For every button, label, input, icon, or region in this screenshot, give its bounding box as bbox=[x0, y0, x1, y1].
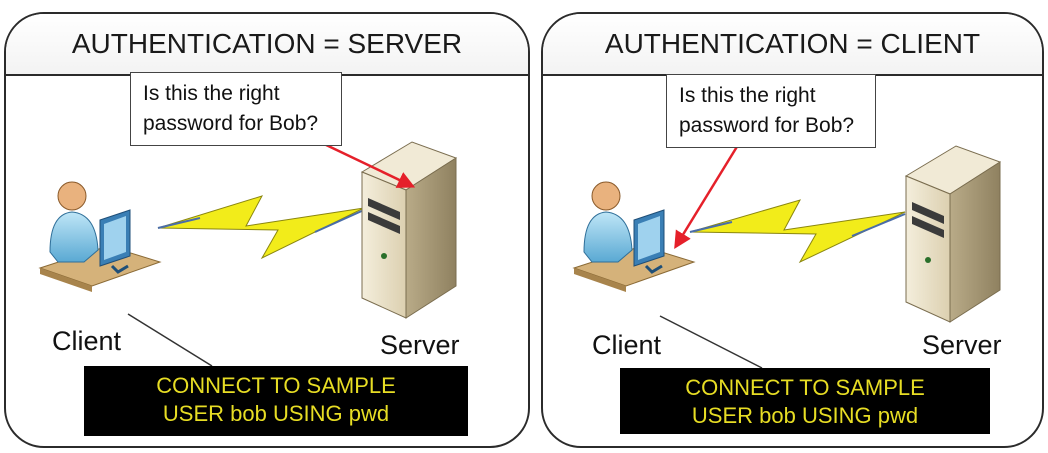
client-label: Client bbox=[52, 326, 122, 356]
leader-line bbox=[127, 313, 213, 367]
question-callout: Is this the right password for Bob? bbox=[666, 74, 876, 148]
server-tower-icon bbox=[904, 145, 1002, 323]
lightning-link-icon bbox=[157, 195, 365, 260]
user-at-workstation-icon bbox=[38, 181, 162, 292]
question-callout: Is this the right password for Bob? bbox=[130, 72, 342, 146]
command-box: CONNECT TO SAMPLE USER bob USING pwd bbox=[620, 368, 990, 434]
command-line: USER bob USING pwd bbox=[691, 403, 919, 428]
lightning-link-icon bbox=[689, 199, 906, 264]
leader-line bbox=[659, 315, 763, 369]
callout-line: password for Bob? bbox=[679, 114, 855, 137]
command-line: CONNECT TO SAMPLE bbox=[685, 375, 925, 400]
user-at-workstation-icon bbox=[572, 181, 696, 292]
callout-line: Is this the right bbox=[679, 84, 816, 107]
red-arrow-icon bbox=[321, 141, 416, 188]
red-arrow-icon bbox=[674, 144, 740, 249]
server-label: Server bbox=[380, 330, 460, 360]
server-tower-icon bbox=[360, 141, 458, 319]
command-box: CONNECT TO SAMPLE USER bob USING pwd bbox=[84, 366, 468, 436]
server-label: Server bbox=[922, 330, 1002, 360]
callout-line: Is this the right bbox=[143, 82, 280, 105]
panel-title: AUTHENTICATION = SERVER bbox=[6, 14, 528, 76]
command-line: CONNECT TO SAMPLE bbox=[156, 373, 396, 398]
client-label: Client bbox=[592, 330, 662, 360]
callout-line: password for Bob? bbox=[143, 112, 319, 135]
command-line: USER bob USING pwd bbox=[162, 401, 390, 426]
